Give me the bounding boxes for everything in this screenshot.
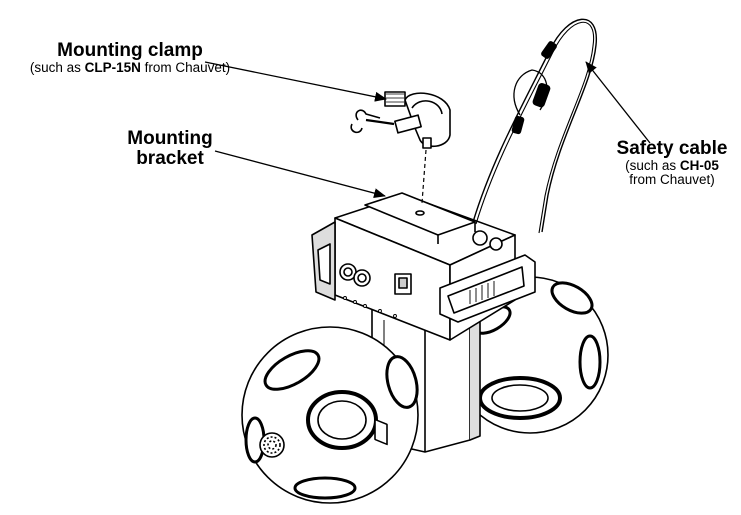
cable-leader-arrow bbox=[585, 61, 651, 144]
right-sphere-icon bbox=[451, 276, 609, 434]
fixture-body-icon bbox=[311, 192, 536, 446]
safety-cable-subtitle: (such as CH-05 bbox=[608, 157, 736, 173]
clamp-leader-arrow bbox=[204, 61, 387, 102]
safety-cable-title: Safety cable bbox=[616, 138, 728, 159]
clamp-drop-line bbox=[421, 149, 427, 204]
safety-cable-icon bbox=[472, 18, 597, 234]
clamp-model: CLP-15N bbox=[84, 59, 141, 75]
left-sphere-icon bbox=[241, 326, 419, 504]
bracket-leader-arrow bbox=[214, 150, 386, 199]
clamp-sub-suffix: from Chauvet) bbox=[140, 59, 231, 75]
safety-cable-label: Safety cable (such as CH-05 from Chauvet… bbox=[608, 139, 736, 187]
cable-model: CH-05 bbox=[679, 157, 719, 173]
safety-cable-subtitle-line2: from Chauvet) bbox=[629, 172, 715, 188]
mounting-bracket-line1: Mounting bbox=[127, 128, 213, 149]
mounting-clamp-subtitle: (such as CLP-15N from Chauvet) bbox=[0, 59, 260, 75]
mounting-clamp-title: Mounting clamp bbox=[57, 40, 203, 61]
mounting-bracket-label: Mounting bracket bbox=[118, 129, 222, 169]
clamp-sub-prefix: (such as bbox=[29, 59, 85, 75]
mounting-bracket-line2: bracket bbox=[136, 147, 204, 169]
mounting-clamp-label: Mounting clamp (such as CLP-15N from Cha… bbox=[0, 41, 260, 75]
mounting-clamp-icon bbox=[350, 91, 451, 149]
cable-sub-prefix: (such as bbox=[625, 157, 680, 173]
